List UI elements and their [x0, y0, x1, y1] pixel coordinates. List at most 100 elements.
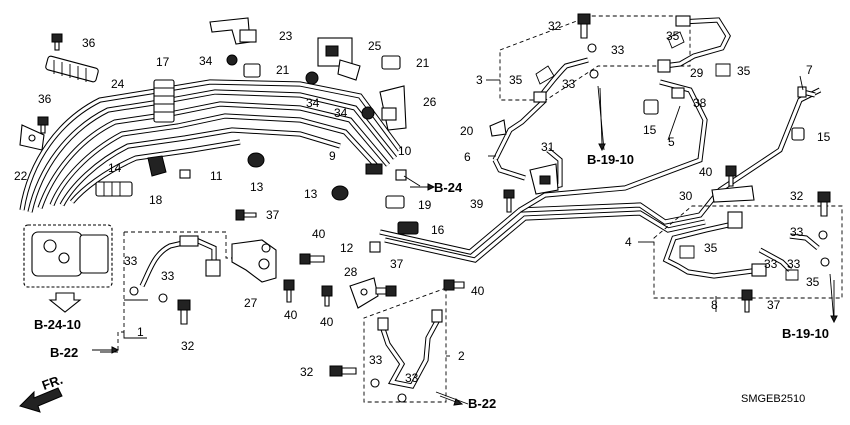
callout-17: 17 — [156, 55, 170, 69]
ref-b19-10-right: B-19-10 — [782, 326, 829, 341]
callout-4: 4 — [625, 235, 632, 249]
callout-14: 14 — [108, 161, 122, 175]
callout-27: 27 — [244, 296, 258, 310]
clip-21b-icon — [381, 55, 401, 70]
callout-33b: 33 — [161, 269, 175, 283]
callout-13b: 13 — [304, 187, 318, 201]
pipe-clip-24-icon — [45, 55, 99, 83]
callout-35b: 35 — [666, 29, 680, 43]
brake-pipe-7 — [797, 86, 816, 98]
bracket-31-icon — [529, 163, 559, 195]
hose-assembly-3 — [499, 15, 691, 103]
callout-25: 25 — [368, 39, 382, 53]
callout-22: 22 — [14, 169, 28, 183]
clip-35d-icon — [679, 245, 695, 259]
fitting-38-icon — [671, 87, 685, 99]
bolt-32b-icon — [329, 365, 357, 377]
ref-b24-10: B-24-10 — [34, 317, 81, 332]
bracket-30-icon — [711, 185, 755, 203]
callout-16: 16 — [431, 223, 445, 237]
pipe-fitting-11-icon — [179, 169, 191, 179]
nut-34b-icon — [305, 71, 319, 85]
bolt-39-icon — [503, 189, 515, 213]
callout-9: 9 — [329, 149, 336, 163]
pipe-clip-17-icon — [153, 79, 175, 123]
hose-29-icon — [657, 15, 731, 73]
hose-assembly-1 — [123, 231, 238, 332]
bracket-28-icon — [349, 277, 379, 309]
junction-9-icon — [365, 163, 383, 175]
callout-19: 19 — [418, 198, 432, 212]
callout-23: 23 — [279, 29, 293, 43]
callout-1: 1 — [137, 325, 144, 339]
diagram-code: SMGEB2510 — [741, 393, 805, 405]
bolt-40e-icon — [725, 165, 737, 187]
callout-37a: 37 — [266, 208, 280, 222]
callout-38: 38 — [693, 96, 707, 110]
callout-8: 8 — [711, 298, 718, 312]
abs-modulator-unit — [23, 224, 113, 288]
callout-3: 3 — [476, 73, 483, 87]
grommet-13a-icon — [247, 152, 265, 168]
callout-39: 39 — [470, 197, 484, 211]
clip-21a-icon — [243, 63, 261, 78]
nut-34c-icon — [361, 106, 375, 120]
hose-assembly-4 — [653, 205, 843, 299]
callout-33i: 33 — [787, 257, 801, 271]
callout-2: 2 — [458, 349, 465, 363]
callout-13a: 13 — [250, 180, 264, 194]
bolt-40d-icon — [443, 279, 465, 291]
reference-arrows — [92, 87, 838, 406]
reference-labels: B-24 B-24-10 B-22 B-22 B-19-10 B-19-10 F… — [34, 152, 829, 411]
callout-34a: 34 — [199, 54, 213, 68]
callout-40a: 40 — [312, 227, 326, 241]
fitting-12-icon — [369, 241, 381, 253]
callout-29: 29 — [690, 66, 704, 80]
clip-35a-icon — [535, 65, 555, 85]
main-brake-pipe-bundle — [19, 79, 403, 213]
clip-35c-icon — [715, 63, 731, 77]
callout-28: 28 — [344, 265, 358, 279]
pipe-clip-18-icon — [147, 155, 167, 177]
ref-b22-left: B-22 — [50, 345, 78, 360]
callout-26: 26 — [423, 95, 437, 109]
b24-10-arrow-icon — [48, 292, 82, 313]
bolt-40c-icon — [321, 285, 333, 307]
callout-35d: 35 — [704, 241, 718, 255]
callout-37c: 37 — [767, 298, 781, 312]
callout-6: 6 — [464, 150, 471, 164]
hose-assembly-2 — [363, 287, 447, 403]
callout-11: 11 — [210, 169, 223, 183]
bolt-36b-icon — [37, 116, 49, 134]
bracket-20-icon — [489, 119, 507, 137]
callout-32d: 32 — [790, 189, 804, 203]
callout-32a: 32 — [181, 339, 195, 353]
callout-15a: 15 — [643, 123, 657, 137]
bolt-40b-icon — [283, 279, 295, 303]
callout-35c: 35 — [737, 64, 751, 78]
callout-40d: 40 — [471, 284, 485, 298]
callout-36b: 36 — [38, 92, 52, 106]
callout-18: 18 — [149, 193, 163, 207]
rear-brake-pipe — [379, 79, 822, 263]
bolt-36a-icon — [51, 33, 63, 51]
clip-16-icon — [397, 221, 419, 235]
bolt-40a-icon — [299, 253, 325, 265]
callout-40e: 40 — [699, 165, 713, 179]
grommet-13b-icon — [331, 185, 349, 201]
bolt-32c-icon — [577, 13, 591, 39]
callout-40c: 40 — [320, 315, 334, 329]
callout-33f: 33 — [562, 77, 576, 91]
callout-32c: 32 — [548, 19, 562, 33]
callout-33d: 33 — [405, 371, 419, 385]
bracket-22-icon — [19, 124, 45, 151]
direction-label: FR. — [40, 372, 65, 393]
callout-34c: 34 — [334, 106, 348, 120]
nut-34a-icon — [226, 54, 238, 66]
callout-24: 24 — [111, 77, 125, 91]
callout-33e: 33 — [611, 43, 625, 57]
callout-34b: 34 — [306, 96, 320, 110]
callout-40b: 40 — [284, 308, 298, 322]
bolt-32d-icon — [817, 191, 831, 217]
